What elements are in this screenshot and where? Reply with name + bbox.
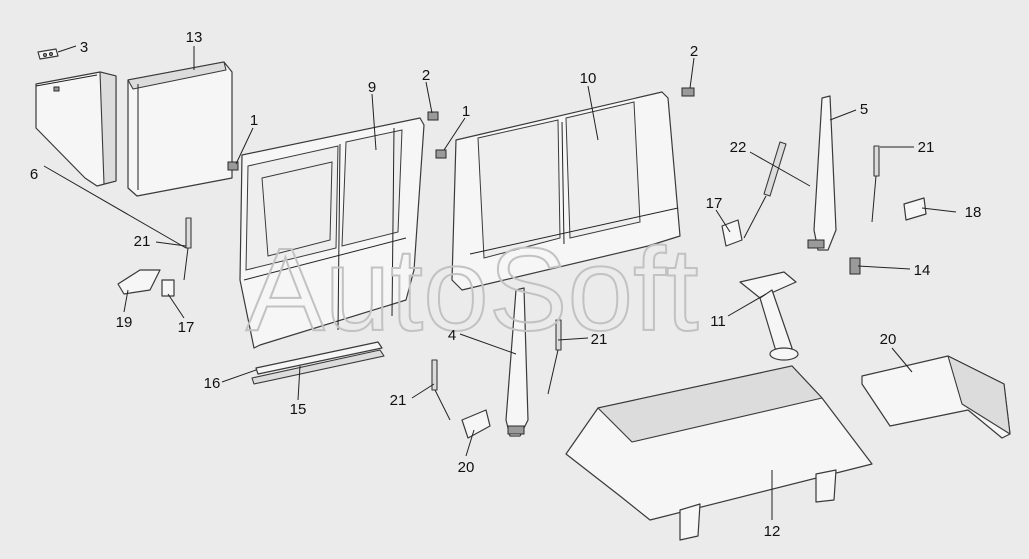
part-5-post — [807, 95, 837, 251]
part-7-left-door — [239, 117, 425, 349]
callout-17: 17 — [178, 319, 195, 336]
part-11-panel — [127, 61, 233, 197]
callout-13: 15 — [290, 401, 307, 418]
callout-6: 6 — [30, 166, 38, 183]
callout-11: 13 — [186, 29, 203, 46]
callout-12: 14 — [914, 262, 931, 279]
callout-14: 16 — [204, 375, 221, 392]
callout-10: 12 — [764, 523, 781, 540]
part-20-bracket — [461, 409, 491, 439]
callout-16: 18 — [965, 204, 982, 221]
part-18-cover — [861, 355, 1011, 439]
callout-15: 17 — [706, 195, 723, 212]
callout-20: 20 — [458, 459, 475, 476]
part-8-right-door — [451, 91, 681, 291]
part-17-bracket — [161, 279, 175, 297]
part-22-strut — [743, 141, 787, 239]
part-16-bracket — [903, 197, 927, 221]
part-21-strut-left — [183, 217, 192, 281]
part-21-strut-center — [431, 359, 451, 421]
callout-21-center: 21 — [390, 392, 407, 409]
callout-2-left: 2 — [422, 67, 430, 84]
callout-1-right: 1 — [462, 103, 470, 120]
leader-lines — [43, 45, 957, 520]
part-6-side-panel — [35, 71, 117, 187]
part-21-strut-mid — [547, 319, 562, 395]
watermark-text: AutoSoft — [246, 224, 699, 356]
callout-21-left: 21 — [134, 233, 151, 250]
callout-7: 9 — [368, 79, 376, 96]
part-1-hinge-right — [435, 149, 447, 159]
part-2-latch-left — [427, 111, 439, 121]
callout-21-right: 21 — [918, 139, 935, 156]
part-19-bracket — [117, 269, 161, 295]
callout-3: 3 — [80, 39, 88, 56]
part-4-post — [505, 287, 529, 437]
part-13-strip — [251, 349, 385, 385]
callout-8: 10 — [580, 70, 597, 87]
callout-9: 11 — [710, 313, 726, 330]
callout-4: 4 — [448, 327, 456, 344]
part-21-strut-right — [871, 145, 880, 223]
callout-22: 22 — [730, 139, 747, 156]
part-14-strip — [255, 341, 383, 375]
callout-2-right: 2 — [690, 43, 698, 60]
callout-21-mid: 21 — [591, 331, 608, 348]
callout-18: 20 — [880, 331, 897, 348]
part-9-pedestal — [739, 271, 799, 361]
callout-1-left: 1 — [250, 112, 258, 129]
part-3-clip — [37, 48, 59, 60]
part-10-box — [565, 365, 873, 541]
part-1-hinge-left — [227, 161, 239, 171]
callout-19: 19 — [116, 314, 133, 331]
callout-5: 5 — [860, 101, 868, 118]
part-2-latch-right — [681, 87, 695, 97]
